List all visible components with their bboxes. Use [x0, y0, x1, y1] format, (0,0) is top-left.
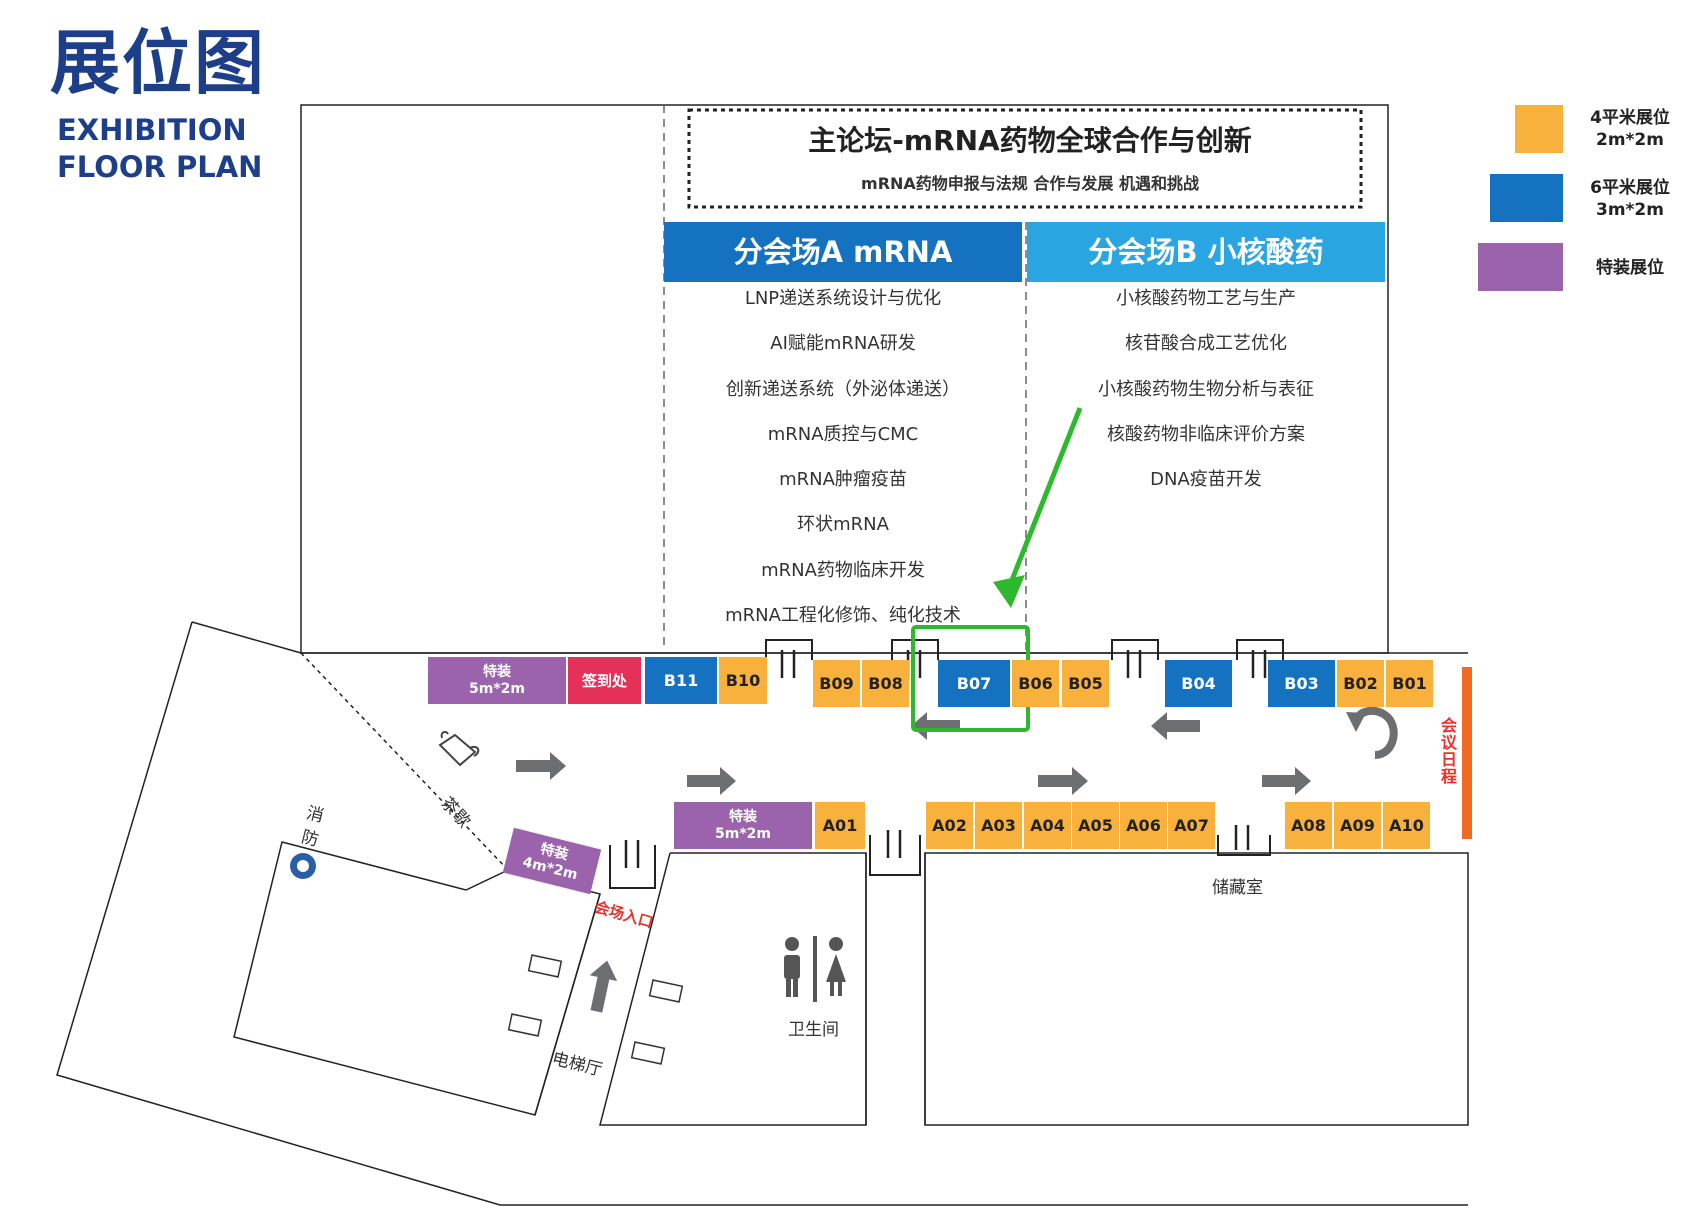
booth-b08[interactable]: B08 [862, 660, 909, 707]
session-b-topic: DNA疫苗开发 [1150, 469, 1262, 491]
right-bottom-block [924, 852, 1469, 1126]
booth-b01[interactable]: B01 [1386, 660, 1433, 707]
title-en-line2: FLOOR PLAN [57, 150, 263, 184]
session-a-topic: mRNA工程化修饰、纯化技术 [725, 605, 961, 627]
legend-blue-label: 6平米展位 3m*2m [1575, 177, 1685, 221]
page-title-en: EXHIBITION FLOOR PLAN [57, 112, 262, 186]
restroom-icon [784, 936, 846, 1002]
booth-b03[interactable]: B03 [1268, 660, 1335, 707]
coffee-cup-icon [438, 730, 480, 767]
flow-arrow [516, 712, 1311, 1013]
session-b-topic: 核苷酸合成工艺优化 [1125, 333, 1287, 355]
session-b-topic: 小核酸药物生物分析与表征 [1098, 378, 1314, 400]
session-a-header: 分会场A mRNA [664, 222, 1022, 282]
restroom-block [599, 852, 867, 1126]
booth-a08[interactable]: A08 [1285, 802, 1332, 849]
booth-special-name: 特装 [483, 663, 511, 680]
main-forum-subtitle: mRNA药物申报与法规 合作与发展 机遇和挑战 [861, 174, 1199, 193]
legend-swatch-purple [1478, 243, 1563, 291]
legend-orange-line2: 2m*2m [1596, 130, 1664, 150]
main-forum-box [687, 108, 1363, 209]
booth-special-name: 特装 [729, 808, 757, 825]
booth-special-bottom[interactable]: 特装 5m*2m [674, 802, 812, 849]
legend-swatch-orange [1515, 105, 1563, 153]
legend-blue-line1: 6平米展位 [1590, 178, 1670, 198]
booth-a03[interactable]: A03 [975, 802, 1022, 849]
booth-special-top[interactable]: 特装 5m*2m [428, 657, 566, 704]
agenda-bar [1462, 667, 1472, 839]
highlight-arrow [1007, 407, 1083, 586]
session-b-topic: 核酸药物非临床评价方案 [1107, 423, 1305, 445]
left-wall-outer [56, 621, 1468, 1206]
booth-b07[interactable]: B07 [938, 660, 1010, 707]
escalator-icon [507, 954, 684, 1065]
session-a-topic: mRNA药物临床开发 [761, 559, 925, 581]
session-b-header: 分会场B 小核酸药 [1027, 222, 1385, 282]
legend-swatch-blue [1490, 174, 1563, 222]
legend-purple-label: 特装展位 [1596, 258, 1664, 278]
booth-b10[interactable]: B10 [719, 657, 767, 704]
booth-b05[interactable]: B05 [1062, 660, 1109, 707]
tea-area-dashed-line [300, 652, 509, 871]
legend-orange-label: 4平米展位 2m*2m [1575, 107, 1685, 151]
booth-b11[interactable]: B11 [645, 657, 717, 704]
title-en-line1: EXHIBITION [57, 113, 247, 147]
booth-a04[interactable]: A04 [1024, 802, 1071, 849]
booth-special-size: 5m*2m [715, 825, 771, 842]
session-a-topic: mRNA质控与CMC [767, 423, 919, 445]
session-b-topic: 小核酸药物工艺与生产 [1116, 288, 1296, 309]
left-wall-top [191, 621, 302, 654]
session-a-topic: 环状mRNA [797, 514, 889, 536]
booth-special-size: 5m*2m [469, 680, 525, 697]
legend-blue-line2: 3m*2m [1596, 200, 1664, 220]
session-a-topic: AI赋能mRNA研发 [770, 333, 916, 355]
legend-orange-line1: 4平米展位 [1590, 108, 1670, 128]
session-b-topics: 小核酸药物工艺与生产 核苷酸合成工艺优化 小核酸药物生物分析与表征 核酸药物非临… [1027, 276, 1385, 502]
booth-b09[interactable]: B09 [813, 660, 860, 707]
agenda-label[interactable]: 会议日程 [1438, 717, 1457, 785]
main-forum-title: 主论坛-mRNA药物全球合作与创新 [808, 124, 1252, 157]
session-a-topics: LNP递送系统设计与优化 AI赋能mRNA研发 创新递送系统（外泌体递送） mR… [664, 276, 1022, 638]
session-a-topic: mRNA肿瘤疫苗 [779, 469, 907, 491]
booth-a07[interactable]: A07 [1168, 802, 1215, 849]
session-a-topic: 创新递送系统（外泌体递送） [726, 378, 960, 400]
booth-a05[interactable]: A05 [1072, 802, 1119, 849]
booth-b02[interactable]: B02 [1337, 660, 1384, 707]
booth-a01[interactable]: A01 [815, 802, 865, 849]
booth-b06[interactable]: B06 [1012, 660, 1059, 707]
booth-a10[interactable]: A10 [1383, 802, 1430, 849]
booth-a09[interactable]: A09 [1334, 802, 1381, 849]
booth-a06[interactable]: A06 [1120, 802, 1167, 849]
page-title-cn: 展位图 [50, 22, 266, 104]
booth-a02[interactable]: A02 [926, 802, 973, 849]
session-a-topic: LNP递送系统设计与优化 [744, 288, 942, 309]
booth-b04[interactable]: B04 [1165, 660, 1232, 707]
restroom-label: 卫生间 [788, 1020, 839, 1040]
booth-checkin[interactable]: 签到处 [568, 657, 641, 704]
storage-label: 储藏室 [1212, 878, 1263, 898]
